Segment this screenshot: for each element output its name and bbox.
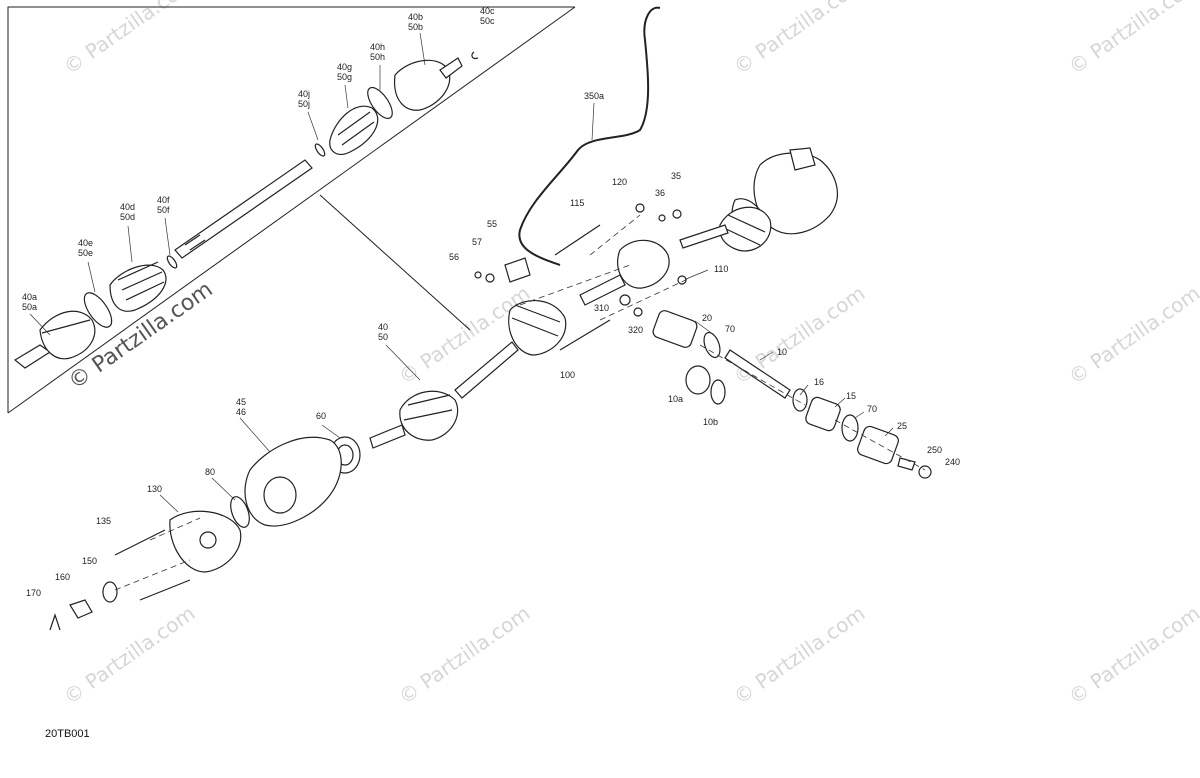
callout-c40f-0: 40f — [157, 195, 170, 205]
callout-c170-0: 170 — [26, 588, 41, 598]
callout-c55-0: 55 — [487, 219, 497, 229]
callout-c40f-1: 50f — [157, 205, 170, 215]
callout-c250-0: 250 — [927, 445, 942, 455]
callout-c240-0: 240 — [945, 457, 960, 467]
callout-c40c-0: 40c — [480, 6, 495, 16]
watermark: © Partzilla.com — [729, 601, 869, 709]
callout-c16-0: 16 — [814, 377, 824, 387]
callout-c70b-0: 70 — [867, 404, 877, 414]
callout-c35-0: 35 — [671, 171, 681, 181]
callout-c150-0: 150 — [82, 556, 97, 566]
callout-c70a-0: 70 — [725, 324, 735, 334]
callout-c40d-1: 50d — [120, 212, 135, 222]
diagram-code: 20TB001 — [45, 728, 90, 740]
leader-lines — [29, 32, 894, 513]
callout-c40h-0: 40h — [370, 42, 385, 52]
callout-c40h-1: 50h — [370, 52, 385, 62]
watermark: © Partzilla.com — [59, 0, 199, 79]
callout-c40a-0: 40a — [22, 292, 37, 302]
callout-c40bc-1: 50b — [408, 22, 423, 32]
inset-shaft-parts — [13, 51, 479, 369]
callout-c40j-1: 50j — [298, 99, 310, 109]
callout-c40-1: 50 — [378, 332, 388, 342]
callout-c350a-0: 350a — [584, 91, 604, 101]
callout-c57-0: 57 — [472, 237, 482, 247]
callout-c320-0: 320 — [628, 325, 643, 335]
callout-c40e-0: 40e — [78, 238, 93, 248]
main-assembly — [49, 6, 932, 631]
watermark: © Partzilla.com — [1064, 281, 1200, 389]
callout-c40-0: 40 — [378, 322, 388, 332]
callout-c10a-0: 10a — [668, 394, 683, 404]
watermark: © Partzilla.com — [1064, 601, 1200, 709]
inset-frame — [7, 6, 576, 414]
assembly-lines — [114, 214, 926, 591]
callout-c40e-1: 50e — [78, 248, 93, 258]
callout-c45-1: 46 — [236, 407, 246, 417]
callout-c56-0: 56 — [449, 252, 459, 262]
callout-c25-0: 25 — [897, 421, 907, 431]
callout-c40c-1: 50c — [480, 16, 495, 26]
callout-c120-0: 120 — [612, 177, 627, 187]
callout-c20-0: 20 — [702, 313, 712, 323]
callout-c40bc-0: 40b — [408, 12, 423, 22]
callout-c40g-0: 40g — [337, 62, 352, 72]
callout-c40g-1: 50g — [337, 72, 352, 82]
callout-c10b-0: 10b — [703, 417, 718, 427]
callout-c80-0: 80 — [205, 467, 215, 477]
callout-c45-0: 45 — [236, 397, 246, 407]
callout-c110-0: 110 — [714, 264, 728, 274]
callout-c40d-0: 40d — [120, 202, 135, 212]
callout-c60-0: 60 — [316, 411, 326, 421]
callout-c135-0: 135 — [96, 516, 111, 526]
callout-c10-0: 10 — [777, 347, 787, 357]
watermark: © Partzilla.com — [394, 601, 534, 709]
callout-c310-0: 310 — [594, 303, 609, 313]
callout-c100-0: 100 — [560, 370, 575, 380]
callout-c36-0: 36 — [655, 188, 665, 198]
watermarks: © Partzilla.com © Partzilla.com © Partzi… — [59, 0, 1200, 709]
watermark: © Partzilla.com — [1064, 0, 1200, 79]
watermark: © Partzilla.com — [729, 0, 869, 79]
callout-c160-0: 160 — [55, 572, 70, 582]
callout-c130-0: 130 — [147, 484, 162, 494]
callout-c40j-0: 40j — [298, 89, 310, 99]
callout-c115-0: 115 — [570, 198, 584, 208]
callout-c40a-1: 50a — [22, 302, 37, 312]
callout-labels: 40b50b40c50c40h50h40g50g40j50j40d50d40f5… — [22, 6, 960, 598]
callout-c15-0: 15 — [846, 391, 856, 401]
